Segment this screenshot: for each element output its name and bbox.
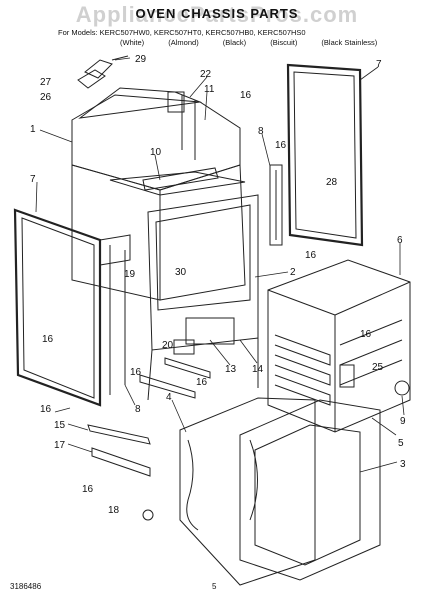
insulation-blanket: [179, 397, 381, 586]
callout-17: 17: [54, 440, 66, 451]
watermark: AppliancePartsPros.com: [75, 2, 359, 27]
callout-25: 25: [372, 362, 384, 373]
callout-8-left: 8: [135, 404, 141, 415]
callout-10: 10: [150, 147, 162, 158]
callout-6: 6: [397, 235, 403, 246]
callout-28: 28: [326, 177, 338, 188]
callouts: 1 2 3 4 5 6 7 7 8 8 9 10 11 13 14 15 16 …: [30, 54, 406, 516]
left-side-panel: [13, 208, 131, 407]
callout-2: 2: [290, 267, 296, 278]
color-legend: (White) (Almond) (Black) (Biscuit) (Blac…: [120, 38, 399, 47]
color-black-stainless: (Black Stainless): [321, 38, 378, 47]
oven-cavity: [267, 259, 411, 433]
callout-7-right: 7: [376, 59, 382, 70]
callout-20: 20: [162, 340, 174, 351]
callout-8-right: 8: [258, 126, 264, 137]
callout-16-h: 16: [360, 329, 372, 340]
callout-16-f: 16: [40, 404, 52, 415]
callout-16-c: 16: [305, 250, 317, 261]
page-title: OVEN CHASSIS PARTS: [135, 6, 299, 21]
front-frame: [147, 194, 259, 401]
models-line: For Models: KERC507HW0, KERC507HT0, KERC…: [58, 28, 306, 37]
callout-16-g: 16: [196, 377, 208, 388]
callout-1: 1: [30, 124, 36, 135]
callout-16-e: 16: [130, 367, 142, 378]
callout-18: 18: [108, 505, 120, 516]
callout-19: 19: [124, 269, 136, 280]
page-number: 5: [212, 582, 217, 591]
leader-lines: [35, 57, 405, 473]
color-black: (Black): [222, 38, 247, 47]
callout-16-a: 16: [240, 90, 252, 101]
callout-16-i: 16: [82, 484, 94, 495]
callout-11: 11: [204, 84, 215, 95]
callout-27: 27: [40, 77, 52, 88]
callout-3: 3: [400, 459, 406, 470]
bracket-right: [269, 164, 283, 246]
callout-29: 29: [135, 54, 147, 65]
document-number: 3186486: [10, 582, 42, 591]
right-side-panel: [286, 63, 364, 247]
chassis-frame: [71, 87, 246, 301]
callout-30: 30: [175, 267, 187, 278]
callout-15: 15: [54, 420, 66, 431]
callout-22: 22: [200, 69, 212, 80]
color-white: (White): [120, 38, 145, 47]
callout-4: 4: [166, 392, 172, 403]
callout-7-left: 7: [30, 174, 36, 185]
lower-rails: [87, 357, 211, 521]
callout-16-b: 16: [275, 140, 287, 151]
callout-26: 26: [40, 92, 52, 103]
callout-14: 14: [252, 364, 264, 375]
color-almond: (Almond): [168, 38, 199, 47]
callout-13: 13: [225, 364, 237, 375]
hinge-block: [77, 55, 129, 89]
callout-16-d: 16: [42, 334, 54, 345]
callout-9: 9: [400, 416, 406, 427]
color-biscuit: (Biscuit): [270, 38, 298, 47]
callout-5: 5: [398, 438, 404, 449]
